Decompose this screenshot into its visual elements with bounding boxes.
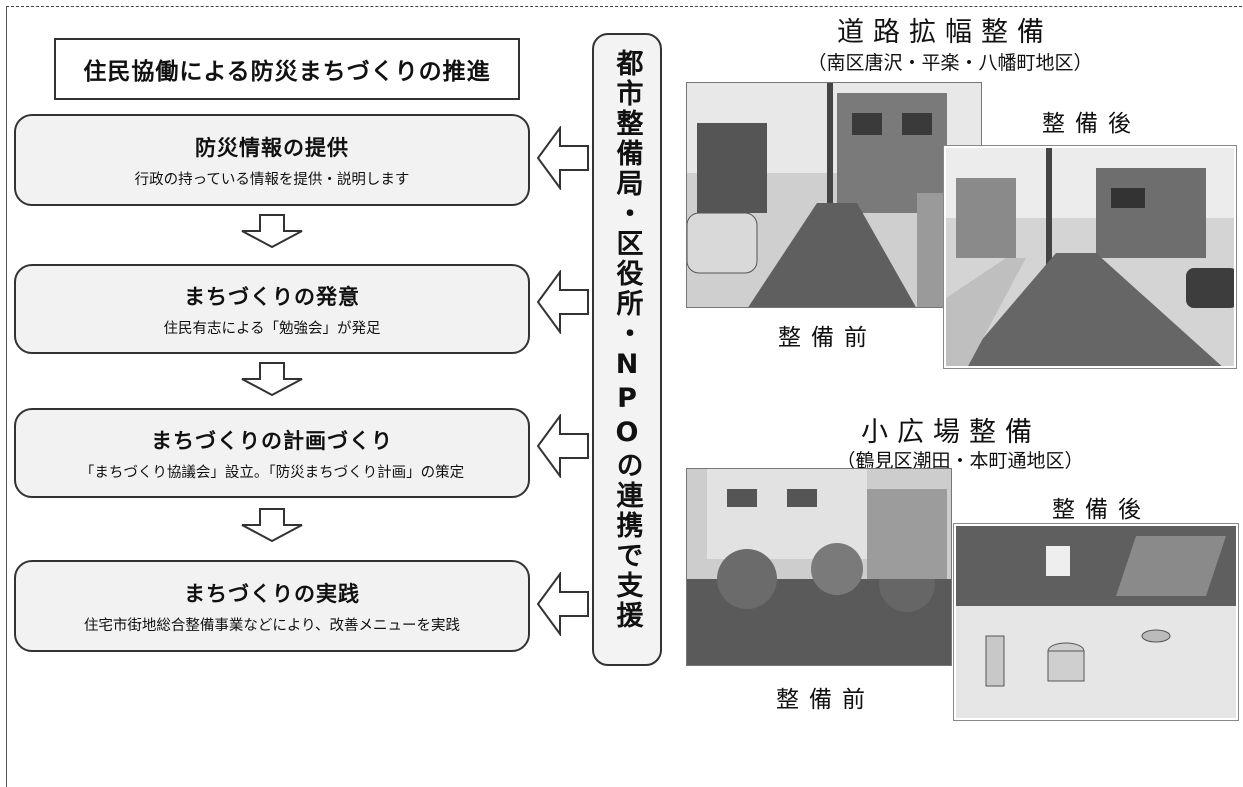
road-after-photo [943,145,1237,369]
step-title: まちづくりの実践 [184,581,360,606]
step-description: 住宅市街地総合整備事業などにより、改善メニューを実践 [83,617,461,634]
plaza-before-label: 整備前 [776,686,875,712]
left-arrow-icon [536,572,589,636]
main-title: 住民協働による防災まちづくりの推進 [54,38,520,100]
plaza-area: （鶴見区潮田・本町通地区） [836,451,1084,472]
support-box: 都市整備局・区役所・NPOの連携で支援 [592,33,662,666]
down-arrow-icon [241,214,303,248]
step-disaster-info: 防災情報の提供 行政の持っている情報を提供・説明します [14,114,530,206]
step-planning: まちづくりの計画づくり 「まちづくり協議会」設立。「防災まちづくり計画」の策定 [14,408,530,498]
road-widening-title: 道路拡幅整備 [837,17,1053,47]
down-arrow-icon [241,362,303,396]
step-title: まちづくりの発意 [184,284,360,309]
step-description: 行政の持っている情報を提供・説明します [134,171,410,188]
step-title: 防災情報の提供 [195,135,349,160]
road-widening-area: （南区唐沢・平楽・八幡町地区） [807,53,1093,74]
plaza-title: 小広場整備 [861,417,1041,447]
plaza-before-photo [686,468,952,666]
step-practice: まちづくりの実践 住宅市街地総合整備事業などにより、改善メニューを実践 [14,560,530,652]
road-before-label: 整備前 [778,324,877,350]
step-initiative: まちづくりの発意 住民有志による「勉強会」が発足 [14,264,530,354]
road-before-photo [686,82,982,308]
support-text: 都市整備局・区役所・NPOの連携で支援 [611,49,643,631]
plaza-after-label: 整備後 [1052,496,1151,522]
left-arrow-icon [536,126,589,190]
outer-frame [6,6,1243,787]
down-arrow-icon [241,508,303,542]
left-arrow-icon [536,270,589,334]
step-title: まちづくりの計画づくり [151,428,393,453]
step-description: 「まちづくり協議会」設立。「防災まちづくり計画」の策定 [79,464,465,481]
plaza-after-photo [953,523,1239,721]
road-after-label: 整備後 [1042,110,1141,136]
left-arrow-icon [536,414,589,478]
step-description: 住民有志による「勉強会」が発足 [163,320,381,337]
